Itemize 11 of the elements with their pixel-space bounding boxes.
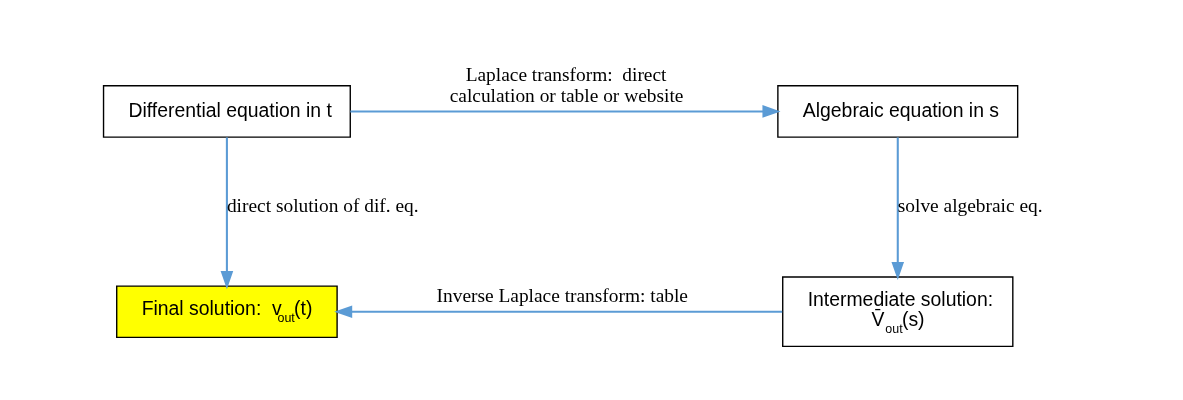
node-box: Intermediate solution: V̄$_{out}$(s) [781,276,1013,348]
arrow [890,137,904,280]
arrow [333,305,782,319]
node-box: Final solution: v$_{out}$(t) [115,285,338,339]
arrow [220,137,233,290]
node-box: Differential equation in t [102,85,351,138]
node-box: Algebraic equation in s [776,85,1018,138]
edge-label: Inverse Laplace transform: table [436,285,688,307]
edge-label: solve algebraic eq. [897,195,1043,217]
arrow [349,105,780,118]
edge-label: Laplace transform: direct calculation or table or website [449,64,683,106]
